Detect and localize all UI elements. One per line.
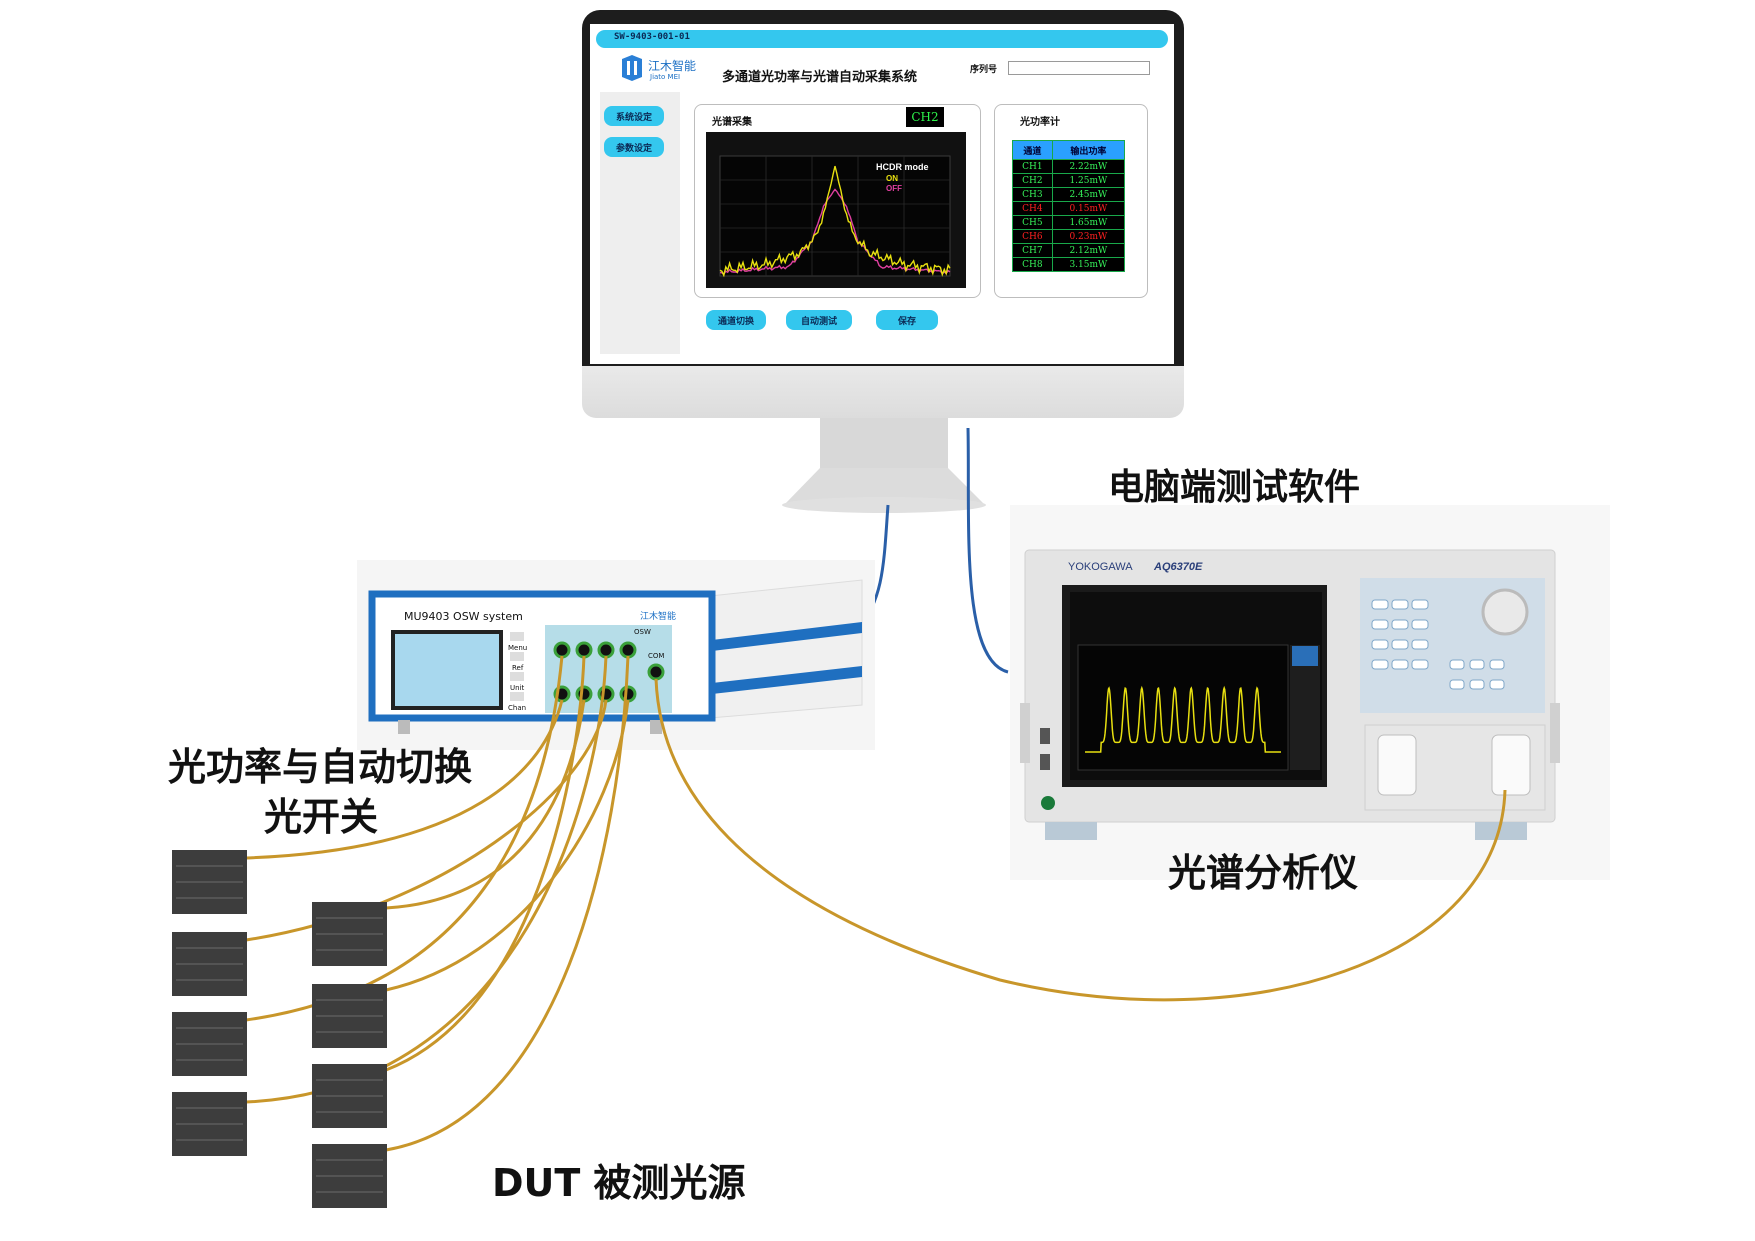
channel-badge: CH2 — [906, 107, 944, 127]
osw-menu-label: Menu — [508, 644, 528, 652]
parameter-settings-button[interactable]: 参数设定 — [604, 137, 664, 157]
osw-ref-label: Ref — [512, 664, 524, 672]
serial-number-input[interactable] — [1008, 61, 1150, 75]
power-table-channel: CH8 — [1012, 257, 1053, 272]
hcdr-legend-title: HCDR mode — [876, 162, 929, 172]
power-table-header: 通道 输出功率 — [1012, 140, 1126, 160]
power-table-value: 0.15mW — [1051, 201, 1126, 216]
company-logo-icon — [622, 55, 642, 81]
power-table-value: 1.25mW — [1051, 173, 1126, 188]
hcdr-legend-on: ON — [886, 174, 898, 183]
label-osa: 光谱分析仪 — [1168, 851, 1359, 895]
osw-port-group-label: OSW — [634, 628, 651, 636]
osa-keypad — [1371, 599, 1505, 690]
auto-test-button[interactable]: 自动测试 — [786, 310, 852, 330]
side-panel — [600, 92, 680, 354]
usb-cable-osa — [966, 427, 1009, 674]
serial-number-label: 序列号 — [970, 65, 998, 75]
power-table-value: 1.65mW — [1051, 215, 1126, 230]
osa-model: AQ6370E — [1154, 561, 1203, 573]
monitor-chin — [582, 366, 1184, 418]
hcdr-legend-off: OFF — [886, 184, 902, 193]
save-button[interactable]: 保存 — [876, 310, 938, 330]
label-power-switch-line2: 光开关 — [264, 795, 379, 839]
software-version-id: SW-9403-001-01 — [614, 32, 690, 42]
osa-brand: YOKOGAWA — [1068, 561, 1133, 573]
power-table-channel: CH6 — [1012, 229, 1053, 244]
label-pc-software: 电脑端测试软件 — [1108, 467, 1361, 508]
osa-spectrum-plot — [1085, 685, 1281, 753]
power-table-value: 2.12mW — [1051, 243, 1126, 258]
dut-sources — [172, 850, 387, 1208]
monitor-stand — [782, 418, 986, 513]
power-table-header-channel: 通道 — [1012, 140, 1053, 160]
power-table-header-power: 输出功率 — [1051, 140, 1126, 160]
fiber-osw-to-osa — [654, 678, 1507, 1002]
power-table-channel: CH5 — [1012, 215, 1053, 230]
power-table-channel: CH3 — [1012, 187, 1053, 202]
software-logo-sub: Jiato MEI — [650, 73, 681, 81]
osa-spectrum-trace — [1085, 685, 1281, 753]
channel-switch-button[interactable]: 通道切换 — [706, 310, 766, 330]
spectrum-grid — [720, 156, 950, 276]
spectrum-trace-on — [719, 165, 951, 278]
software-logo-name: 江木智能 — [648, 59, 697, 73]
power-table-channel: CH4 — [1012, 201, 1053, 216]
software-title-bar: SW-9403-001-01 — [596, 30, 1168, 48]
spectrum-chart: HCDR mode ON OFF — [706, 132, 966, 288]
osw-chan-label: Chan — [508, 704, 527, 712]
software-logo: 江木智能 Jiato MEI — [620, 55, 700, 83]
power-table-channel: CH1 — [1012, 159, 1053, 174]
osw-com-port — [647, 663, 665, 681]
label-dut: DUT 被测光源 — [492, 1161, 746, 1205]
label-power-switch-line1: 光功率与自动切换 — [168, 745, 473, 789]
osw-com-label: COM — [648, 652, 665, 660]
power-table-value: 3.15mW — [1051, 257, 1126, 272]
power-table-value: 2.45mW — [1051, 187, 1126, 202]
system-settings-button[interactable]: 系统设定 — [604, 106, 664, 126]
osw-logo-name: 江木智能 — [640, 612, 677, 622]
power-table-value: 2.22mW — [1051, 159, 1126, 174]
power-meter-panel-title: 光功率计 — [1020, 117, 1060, 128]
spectrum-trace-off — [719, 188, 951, 276]
spectrum-panel-title: 光谱采集 — [712, 117, 752, 128]
osw-unit-label: Unit — [510, 684, 525, 692]
osw-device — [357, 560, 875, 750]
app-title: 多通道光功率与光谱自动采集系统 — [722, 70, 918, 85]
power-table-value: 0.23mW — [1051, 229, 1126, 244]
power-table-channel: CH2 — [1012, 173, 1053, 188]
osw-model-label: MU9403 OSW system — [404, 610, 523, 623]
dut-source-stripes — [176, 865, 383, 1193]
power-table-channel: CH7 — [1012, 243, 1053, 258]
